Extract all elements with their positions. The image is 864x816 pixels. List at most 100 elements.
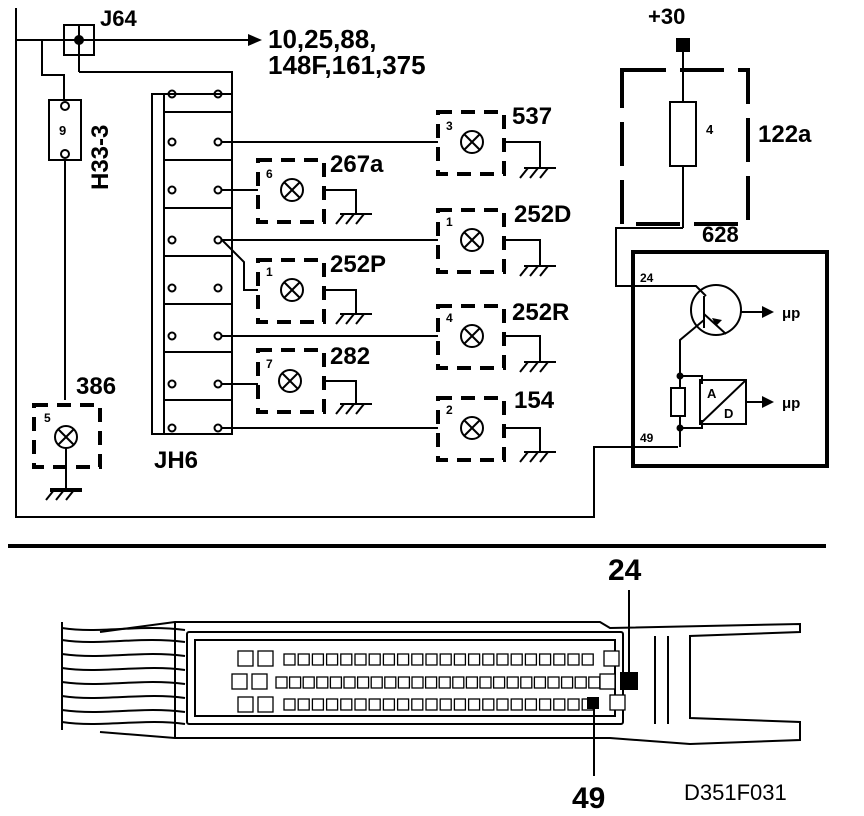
connector-pin-cell (237, 696, 254, 713)
connector-pin-cell (340, 653, 353, 666)
connector-pin-cell (588, 676, 601, 689)
relay-label: 122a (758, 121, 812, 148)
connector-pin-24-highlight (620, 672, 638, 690)
connector-pin-cell (479, 676, 492, 689)
lamp-252r (222, 304, 556, 373)
connector-pin-cell (439, 698, 452, 711)
lamp-537 (222, 110, 556, 179)
connector-pin-cell (368, 653, 381, 666)
lamp-282 (222, 348, 372, 415)
lamp-282-label: 282 (330, 343, 370, 370)
connector-pin-cell (396, 698, 410, 711)
lamp-386-label: 386 (76, 373, 116, 400)
relay-122a (620, 52, 750, 228)
connector-pin-cell (275, 676, 288, 689)
connector-pin-cell (311, 653, 325, 666)
connector-pin-cell (340, 698, 353, 711)
module-pin-49: 49 (640, 431, 654, 445)
supply-label: +30 (648, 4, 685, 29)
ground-return-wire (15, 8, 678, 518)
j64-references-1: 10,25,88, (268, 24, 376, 54)
connector-pin-cell (231, 673, 248, 690)
lamp-267a-number: 6 (266, 167, 273, 181)
junction-block-label: JH6 (154, 447, 198, 474)
connector-pin-cell (283, 653, 296, 666)
lamp-154 (222, 396, 556, 463)
connector-pin-cell (496, 653, 509, 666)
microprocessor-label-1: μp (782, 305, 800, 322)
connector-pin-cell (382, 698, 396, 711)
connector-pin-cell (424, 676, 438, 689)
connector-pin-cell (524, 653, 538, 666)
connector-pin-grid (231, 650, 626, 713)
connector-pin-cell (316, 676, 329, 689)
connector-pin-cell (524, 698, 538, 711)
connector-pin-cell (453, 653, 467, 666)
connector-pin-cell (453, 698, 467, 711)
connector-pin-cell (397, 676, 411, 689)
lamp-252d (222, 208, 556, 277)
connector-pin-cell (302, 676, 315, 689)
connector-pin-cell (411, 676, 424, 689)
connector-pin-cell (567, 653, 580, 666)
module-628 (631, 250, 829, 468)
connector-pin-cell (609, 694, 626, 711)
connector-pin-cell (482, 653, 495, 666)
connector-pin-cell (520, 676, 533, 689)
connector-pin-cell (354, 698, 367, 711)
connector-pin-cell (251, 673, 268, 690)
lamp-252r-label: 252R (512, 299, 569, 326)
module-label: 628 (702, 222, 739, 247)
connector-pin-cell (382, 653, 396, 666)
lamp-252d-number: 1 (446, 215, 453, 229)
connector-pin-cell (603, 650, 620, 667)
connector-pin-cell (538, 653, 552, 666)
lamp-386-number: 5 (44, 411, 51, 425)
lamp-267a-label: 267a (330, 151, 384, 178)
connector-pin-cell (547, 676, 560, 689)
fuse-box-label: H33-3 (87, 125, 114, 190)
connector-pin-cell (560, 676, 574, 689)
connector-pin-cell (482, 698, 495, 711)
connector-pin-cell (311, 698, 325, 711)
connector-pin-49-highlight (587, 697, 599, 709)
j64-references-2: 148F,161,375 (268, 50, 426, 80)
connector-pin-cell (599, 673, 616, 690)
microprocessor-label-2: μp (782, 395, 800, 412)
connector-pin-cell (438, 676, 451, 689)
connector-pin-cell (329, 676, 343, 689)
connector-pin-cell (297, 653, 310, 666)
relay-number: 4 (706, 122, 714, 137)
connector-pin-cell (396, 653, 410, 666)
connector-pin-cell (567, 698, 580, 711)
fuse-number: 9 (59, 123, 66, 138)
connector-pin-cell (553, 653, 566, 666)
j64-splice (41, 24, 262, 100)
connector-pin-cell (506, 676, 519, 689)
connector-pin-cell (283, 698, 296, 711)
lamp-386 (32, 403, 102, 501)
supply-terminal (676, 38, 690, 52)
lamp-252d-label: 252D (514, 201, 571, 228)
lamp-154-number: 2 (446, 403, 453, 417)
connector-pin-cell (411, 698, 424, 711)
connector-pin-cell (452, 676, 465, 689)
connector-pin-cell (425, 698, 438, 711)
connector-pin-cell (496, 698, 509, 711)
connector-pin-cell (425, 653, 438, 666)
connector-pin-cell (288, 676, 302, 689)
j64-label: J64 (100, 6, 137, 31)
ad-converter-d: D (724, 406, 733, 421)
connector-pin-cell (257, 650, 274, 667)
lamp-267a (222, 158, 372, 225)
connector-pin-cell (538, 698, 552, 711)
connector-pin-cell (439, 653, 452, 666)
connector-pin-cell (237, 650, 254, 667)
connector-pin-cell (467, 698, 481, 711)
junction-block-jh6 (151, 89, 233, 435)
connector-pin-cell (553, 698, 566, 711)
connector-pin-cell (510, 698, 523, 711)
connector-pin-cell (257, 696, 274, 713)
connector-pin-cell (325, 698, 339, 711)
connector-pin-cell (411, 653, 424, 666)
